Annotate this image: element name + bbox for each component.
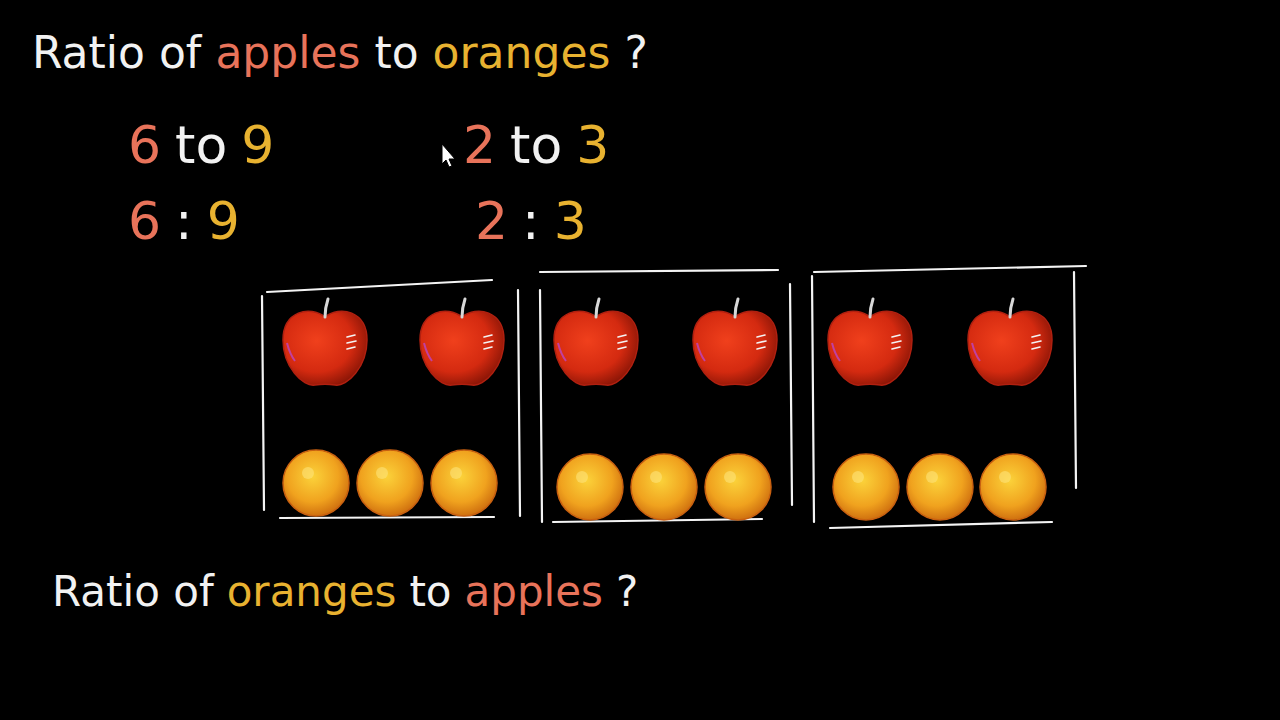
label-text: to	[510, 116, 562, 176]
orange	[557, 454, 623, 520]
label-text: apples	[215, 28, 360, 79]
label-text: oranges	[227, 568, 397, 616]
label-text: :	[522, 192, 540, 252]
label-text: 9	[207, 192, 240, 252]
orange	[357, 450, 423, 516]
text-row: Ratio of apples to oranges?	[32, 28, 648, 79]
text-row: 2:3	[475, 192, 587, 252]
box-line	[1074, 272, 1076, 488]
box-line	[830, 522, 1052, 528]
box-line	[812, 276, 814, 522]
orange	[431, 450, 497, 516]
label-text: ?	[616, 568, 638, 616]
apple	[420, 299, 504, 385]
mouse-cursor	[442, 144, 455, 167]
text-row: Ratio of orangesto apples?	[52, 568, 638, 616]
orange	[833, 454, 899, 520]
box-line	[540, 290, 542, 522]
apple	[283, 299, 367, 385]
apple	[554, 299, 638, 385]
orange	[907, 454, 973, 520]
box-outlines	[262, 266, 1086, 528]
orange	[980, 454, 1046, 520]
label-text: to	[175, 116, 227, 176]
box-line	[790, 284, 792, 505]
label-text: 9	[241, 116, 274, 176]
box-line	[280, 517, 494, 518]
label-text: apples	[465, 568, 603, 616]
label-text: to	[374, 28, 418, 79]
label-text: to	[409, 568, 451, 616]
label-text: ?	[624, 28, 647, 79]
label-text: 6	[128, 192, 161, 252]
label-text: Ratio of	[32, 28, 201, 79]
label-text: 6	[128, 116, 161, 176]
text-row: 6to9	[128, 116, 274, 176]
box-line	[814, 266, 1086, 272]
box-line	[518, 290, 520, 516]
label-text: :	[175, 192, 193, 252]
apple	[693, 299, 777, 385]
box-line	[262, 296, 264, 510]
label-text: 2	[463, 116, 496, 176]
orange	[705, 454, 771, 520]
label-text: oranges	[433, 28, 611, 79]
apple	[828, 299, 912, 385]
box-line	[540, 270, 778, 272]
orange	[283, 450, 349, 516]
orange	[631, 454, 697, 520]
apple	[968, 299, 1052, 385]
box-line	[267, 280, 492, 292]
label-text: 3	[576, 116, 609, 176]
label-text: 3	[554, 192, 587, 252]
oranges	[283, 450, 1046, 520]
label-text: 2	[475, 192, 508, 252]
label-text: Ratio of	[52, 568, 214, 616]
apples	[283, 299, 1052, 385]
text-row: 6:9	[128, 192, 240, 252]
text-row: 2to3	[463, 116, 609, 176]
